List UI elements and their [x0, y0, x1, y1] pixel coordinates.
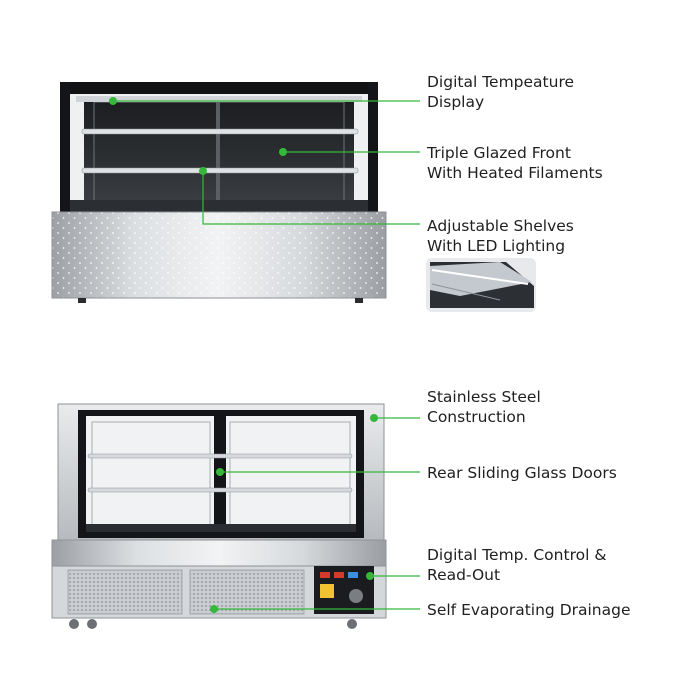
upper-shelf: [81, 128, 359, 135]
control-knob: [349, 589, 363, 603]
case-right-post: [368, 82, 378, 214]
inset-shelf-edge: [431, 283, 501, 301]
callout-lines: [109, 97, 420, 613]
top-light-bar: [76, 96, 362, 102]
rear-display-case: [51, 403, 387, 629]
callout-label-shelves: Adjustable Shelves With LED Lighting: [427, 216, 574, 256]
callout-label-temp-control: Digital Temp. Control & Read-Out: [427, 545, 606, 585]
control-led-blue: [348, 572, 358, 578]
led-shelf-inset: [426, 258, 536, 312]
label-line: Digital Tempeature: [427, 73, 575, 91]
inset-led-strip: [431, 269, 529, 285]
case-top-frame: [60, 82, 378, 94]
caster-left-2: [87, 619, 97, 629]
control-led-red: [320, 572, 330, 578]
label-line: Display: [427, 93, 485, 111]
callout-label-sliding-doors: Rear Sliding Glass Doors: [427, 463, 617, 483]
callout-dot-sliding-doors: [216, 468, 224, 476]
callout-label-temp-display: Digital Tempeature Display: [427, 72, 574, 112]
caster-left: [69, 619, 79, 629]
label-line: Read-Out: [427, 566, 501, 584]
callout-dot-triple-glazed: [279, 148, 287, 156]
front-left-foot: [78, 298, 86, 303]
label-line: With LED Lighting: [427, 237, 566, 255]
callout-line-shelves: [202, 171, 420, 225]
lower-shelf: [81, 167, 359, 174]
label-line: Triple Glazed Front: [427, 144, 571, 162]
label-line: Construction: [427, 408, 526, 426]
left-vent-panel: [67, 569, 183, 615]
caster-right: [347, 619, 357, 629]
callout-dot-drainage: [210, 605, 218, 613]
label-line: Rear Sliding Glass Doors: [427, 464, 617, 482]
callout-label-steel: Stainless Steel Construction: [427, 387, 541, 427]
callout-dot-temp-control: [366, 572, 374, 580]
label-line: Self Evaporating Drainage: [427, 601, 631, 619]
front-right-foot: [355, 298, 363, 303]
right-vent-panel: [189, 569, 305, 615]
rear-upper-shelf: [87, 453, 353, 459]
label-line: Adjustable Shelves: [427, 217, 574, 235]
case-floor: [70, 200, 368, 212]
center-divider: [216, 100, 220, 208]
label-line: Digital Temp. Control &: [427, 546, 607, 564]
warning-sticker: [320, 584, 334, 598]
callout-dot-shelves: [199, 167, 207, 175]
rear-base-band: [51, 539, 387, 567]
label-line: Stainless Steel: [427, 388, 541, 406]
callout-dot-steel: [370, 414, 378, 422]
rear-case-floor: [86, 524, 356, 532]
inset-shelf: [430, 262, 532, 296]
callout-dot-temp-display: [109, 97, 117, 105]
steel-base-pattern: [52, 212, 386, 298]
callout-label-drainage: Self Evaporating Drainage: [427, 600, 631, 620]
rear-lower-shelf: [87, 487, 353, 493]
case-left-post: [60, 82, 70, 214]
steel-base-outline: [51, 211, 387, 299]
front-display-case: [51, 82, 387, 303]
label-line: With Heated Filaments: [427, 164, 603, 182]
control-led-red-2: [334, 572, 344, 578]
callout-label-triple-glazed: Triple Glazed Front With Heated Filament…: [427, 143, 603, 183]
